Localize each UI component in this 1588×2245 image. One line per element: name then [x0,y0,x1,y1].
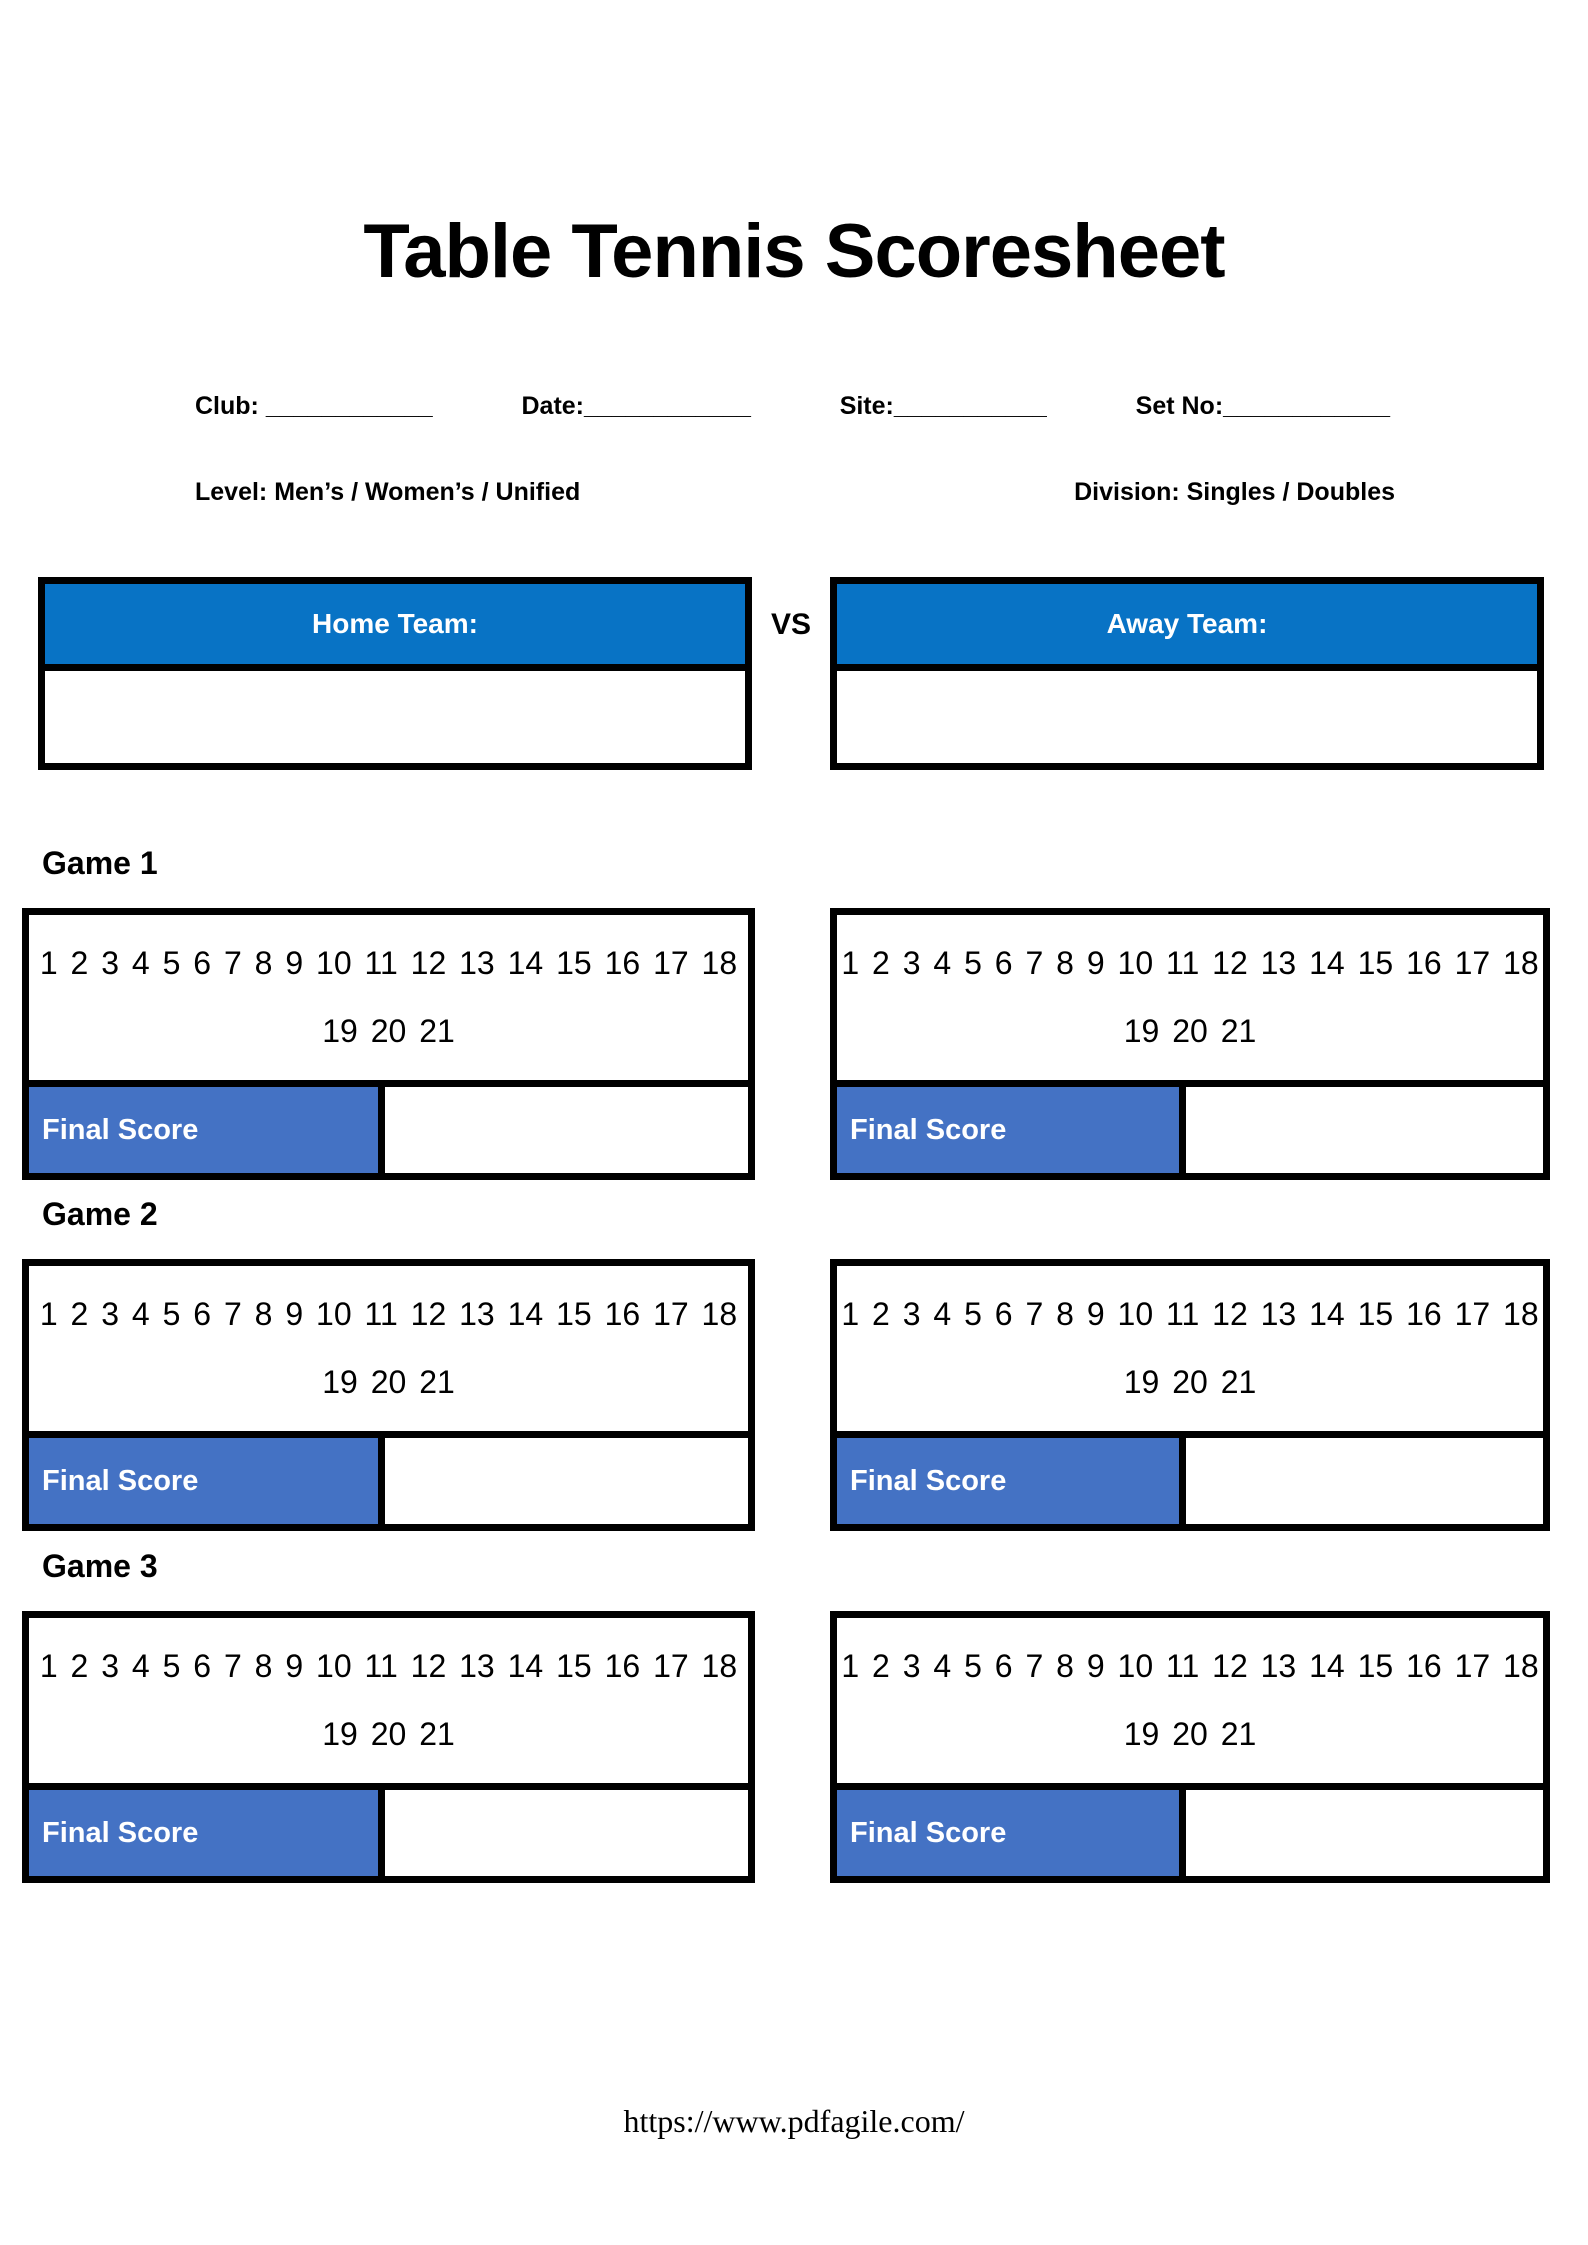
game-1-home-box: 1 2 3 4 5 6 7 8 9 10 11 12 13 14 15 16 1… [22,908,755,1180]
final-score-cell[interactable] [1186,1790,1543,1876]
final-score-label: Final Score [29,1790,385,1876]
game-1-section: Game 1 1 2 3 4 5 6 7 8 9 10 11 12 13 14 … [0,845,1588,1185]
final-score-row: Final Score [29,1087,748,1173]
final-score-cell[interactable] [384,1790,748,1876]
game-3-section: Game 3 1 2 3 4 5 6 7 8 9 10 11 12 13 14 … [0,1548,1588,1888]
away-team-box: Away Team: [830,577,1544,770]
level-division-row: Level: Men’s / Women’s / Unified Divisio… [195,478,1395,507]
points-line-2[interactable]: 19 20 21 [322,1363,455,1400]
page-title: Table Tennis Scoresheet [363,209,1225,294]
points-line-2[interactable]: 19 20 21 [322,1012,455,1049]
away-team-name-cell[interactable] [837,671,1537,763]
site-field[interactable]: Site:___________ [839,392,1047,420]
points-line-1[interactable]: 1 2 3 4 5 6 7 8 9 10 11 12 13 14 15 16 1… [39,1648,738,1685]
points-line-1[interactable]: 1 2 3 4 5 6 7 8 9 10 11 12 13 14 15 16 1… [841,945,1539,982]
set-no-field[interactable]: Set No:____________ [1135,392,1390,420]
final-score-label: Final Score [837,1087,1187,1173]
points-track: 1 2 3 4 5 6 7 8 9 10 11 12 13 14 15 16 1… [29,915,748,1087]
final-score-label: Final Score [837,1790,1187,1876]
game-3-home-box: 1 2 3 4 5 6 7 8 9 10 11 12 13 14 15 16 1… [22,1611,755,1883]
points-line-1[interactable]: 1 2 3 4 5 6 7 8 9 10 11 12 13 14 15 16 1… [39,945,738,982]
points-line-1[interactable]: 1 2 3 4 5 6 7 8 9 10 11 12 13 14 15 16 1… [39,1296,738,1333]
points-line-2[interactable]: 19 20 21 [322,1715,455,1752]
points-line-1[interactable]: 1 2 3 4 5 6 7 8 9 10 11 12 13 14 15 16 1… [841,1296,1539,1333]
home-team-box: Home Team: [38,577,752,770]
points-track: 1 2 3 4 5 6 7 8 9 10 11 12 13 14 15 16 1… [837,1618,1543,1790]
home-team-name-cell[interactable] [45,671,745,763]
vs-label: VS [770,608,812,641]
final-score-row: Final Score [29,1438,748,1524]
date-field[interactable]: Date:____________ [521,392,751,420]
final-score-row: Final Score [29,1790,748,1876]
final-score-cell[interactable] [384,1438,748,1524]
game-3-label: Game 3 [42,1548,158,1584]
points-line-2[interactable]: 19 20 21 [1123,1715,1257,1752]
club-field[interactable]: Club: ____________ [195,392,433,420]
points-track: 1 2 3 4 5 6 7 8 9 10 11 12 13 14 15 16 1… [837,1266,1543,1438]
meta-fields-row: Club: ____________ Date:____________ Sit… [195,392,1390,421]
final-score-row: Final Score [837,1087,1543,1173]
level-options: Level: Men’s / Women’s / Unified [195,478,581,506]
final-score-label: Final Score [29,1438,385,1524]
game-1-label: Game 1 [42,845,158,881]
game-2-away-box: 1 2 3 4 5 6 7 8 9 10 11 12 13 14 15 16 1… [830,1259,1550,1531]
points-track: 1 2 3 4 5 6 7 8 9 10 11 12 13 14 15 16 1… [837,915,1543,1087]
game-3-away-box: 1 2 3 4 5 6 7 8 9 10 11 12 13 14 15 16 1… [830,1611,1550,1883]
game-1-away-box: 1 2 3 4 5 6 7 8 9 10 11 12 13 14 15 16 1… [830,908,1550,1180]
final-score-label: Final Score [29,1087,385,1173]
footer-url: https://www.pdfagile.com/ [623,2103,965,2139]
home-team-header: Home Team: [45,584,745,671]
final-score-row: Final Score [837,1438,1543,1524]
away-team-header: Away Team: [837,584,1537,671]
points-line-2[interactable]: 19 20 21 [1123,1363,1257,1400]
final-score-cell[interactable] [1186,1087,1543,1173]
points-line-2[interactable]: 19 20 21 [1123,1012,1257,1049]
division-options: Division: Singles / Doubles [1074,478,1395,506]
points-track: 1 2 3 4 5 6 7 8 9 10 11 12 13 14 15 16 1… [29,1266,748,1438]
game-2-section: Game 2 1 2 3 4 5 6 7 8 9 10 11 12 13 14 … [0,1196,1588,1536]
final-score-row: Final Score [837,1790,1543,1876]
final-score-label: Final Score [837,1438,1187,1524]
final-score-cell[interactable] [1186,1438,1543,1524]
game-2-home-box: 1 2 3 4 5 6 7 8 9 10 11 12 13 14 15 16 1… [22,1259,755,1531]
points-track: 1 2 3 4 5 6 7 8 9 10 11 12 13 14 15 16 1… [29,1618,748,1790]
final-score-cell[interactable] [384,1087,748,1173]
points-line-1[interactable]: 1 2 3 4 5 6 7 8 9 10 11 12 13 14 15 16 1… [841,1648,1539,1685]
game-2-label: Game 2 [42,1196,158,1232]
